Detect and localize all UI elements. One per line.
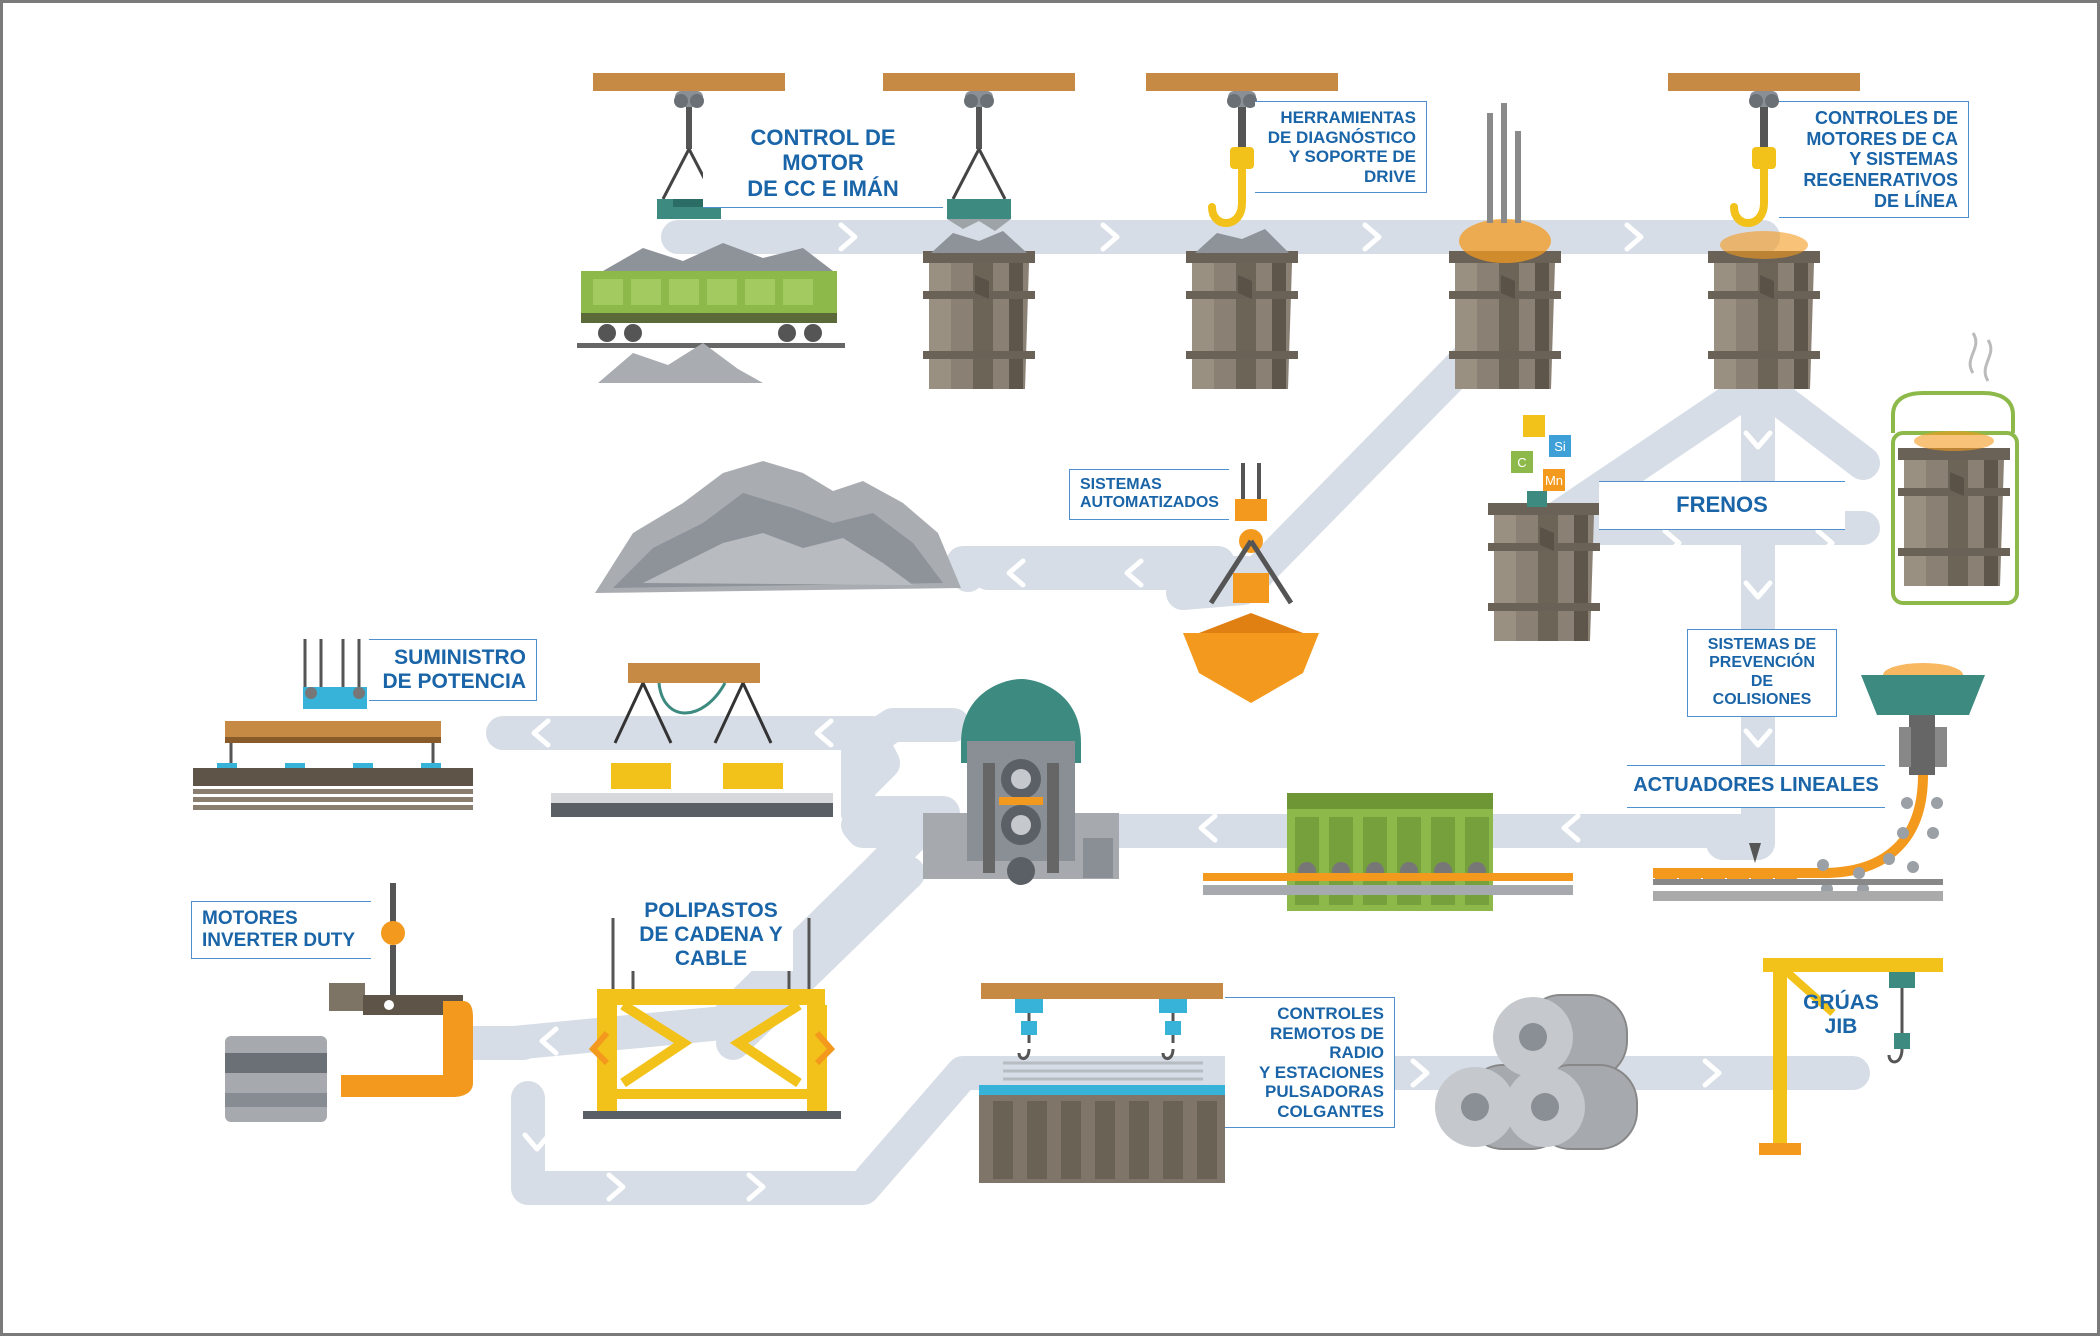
vacuum-degasser [1891, 332, 2019, 605]
steel-coils [1435, 994, 1638, 1150]
label-line: Y SOPORTE DE [1288, 147, 1416, 167]
label-line: CABLE [674, 947, 748, 971]
label-line: COLGANTES [1277, 1101, 1384, 1121]
alloy-chip-mn: Mn [1545, 473, 1563, 488]
label-line: JIB [1824, 1015, 1858, 1039]
label-line: Y SISTEMAS [1849, 149, 1958, 170]
continuous-caster [1653, 663, 1985, 901]
label-line: PREVENCIÓN DE [1709, 654, 1815, 690]
jib-crane [1759, 958, 1943, 1155]
label-power-supply: SUMINISTRO DE POTENCIA [369, 639, 537, 702]
label-automated-systems: SISTEMAS AUTOMATIZADOS [1069, 469, 1229, 520]
label-line: ACTUADORES LINEALES [1633, 774, 1879, 796]
rolling-mill [923, 679, 1119, 885]
alloy-ladle: Si C Mn [1488, 415, 1600, 641]
power-supply-system [193, 639, 473, 810]
pickling-line-crane [979, 983, 1225, 1183]
label-radio-remotes: CONTROLES REMOTOS DE RADIO Y ESTACIONES … [1225, 997, 1395, 1129]
ladle-barrels-top [923, 103, 1820, 389]
process-illustration: Si C Mn [193, 73, 2019, 1205]
label-ac-motor-controls: CONTROLES DE MOTORES DE CA Y SISTEMAS RE… [1779, 101, 1969, 219]
label-line: CONTROLES DE [1814, 108, 1958, 128]
plate-magnet-lifter [551, 663, 833, 817]
label-line: CONTROLES [1277, 1004, 1384, 1023]
label-line: DE DIAGNÓSTICO [1267, 127, 1416, 147]
label-line: CONTROL DE MOTOR [750, 125, 896, 176]
label-line: FRENOS [1676, 492, 1768, 517]
label-line: MOTORES DE CA [1806, 128, 1958, 149]
hoist-frame [583, 918, 841, 1119]
magnet-crane-2 [947, 107, 1011, 231]
reheat-furnace [1203, 793, 1573, 911]
label-jib-cranes: GRÚAS JIB [1793, 991, 1889, 1039]
label-brakes: FRENOS [1599, 481, 1845, 531]
label-line: POLIPASTOS [644, 899, 778, 922]
label-line: DE LÍNEA [1873, 190, 1958, 211]
label-line: SUMINISTRO [394, 646, 526, 669]
label-line: DE CC E IMÁN [747, 175, 899, 201]
label-line: DE CADENA Y [639, 923, 783, 947]
label-line: DE POTENCIA [382, 670, 526, 694]
clamshell-grab [1183, 463, 1319, 703]
label-line: AUTOMATIZADOS [1080, 494, 1219, 512]
overhead-beams [593, 73, 1860, 108]
label-line: PULSADORAS [1264, 1082, 1384, 1102]
label-line: SISTEMAS DE [1707, 636, 1817, 653]
label-line: REGENERATIVOS [1803, 170, 1958, 191]
label-line: MOTORES [202, 908, 298, 929]
label-line: REMOTOS DE RADIO [1270, 1023, 1384, 1063]
label-diagnostic-tools: HERRAMIENTAS DE DIAGNÓSTICO Y SOPORTE DE… [1255, 101, 1427, 194]
label-line: Y ESTACIONES [1258, 1062, 1384, 1082]
label-line: SISTEMAS [1080, 476, 1162, 493]
label-line: COLISIONES [1712, 691, 1812, 709]
label-linear-actuators: ACTUADORES LINEALES [1627, 765, 1885, 808]
label-chain-wire-hoists: POLIPASTOS DE CADENA Y CABLE [629, 899, 793, 972]
alloy-chip-c: C [1517, 455, 1526, 470]
label-line: DRIVE [1364, 166, 1416, 186]
scrap-railcar [577, 243, 845, 383]
label-line: INVERTER DUTY [202, 929, 356, 951]
label-line: HERRAMIENTAS [1280, 108, 1416, 127]
alloy-chip-si: Si [1554, 439, 1566, 454]
label-line: GRÚAS [1803, 991, 1879, 1014]
coil-c-hook [225, 883, 473, 1122]
scrap-pile [595, 461, 961, 593]
label-inverter-duty-motors: MOTORES INVERTER DUTY [191, 901, 371, 959]
label-dc-motor-control: CONTROL DE MOTOR DE CC E IMÁN [703, 119, 943, 208]
label-collision-prevention: SISTEMAS DE PREVENCIÓN DE COLISIONES [1687, 629, 1837, 717]
